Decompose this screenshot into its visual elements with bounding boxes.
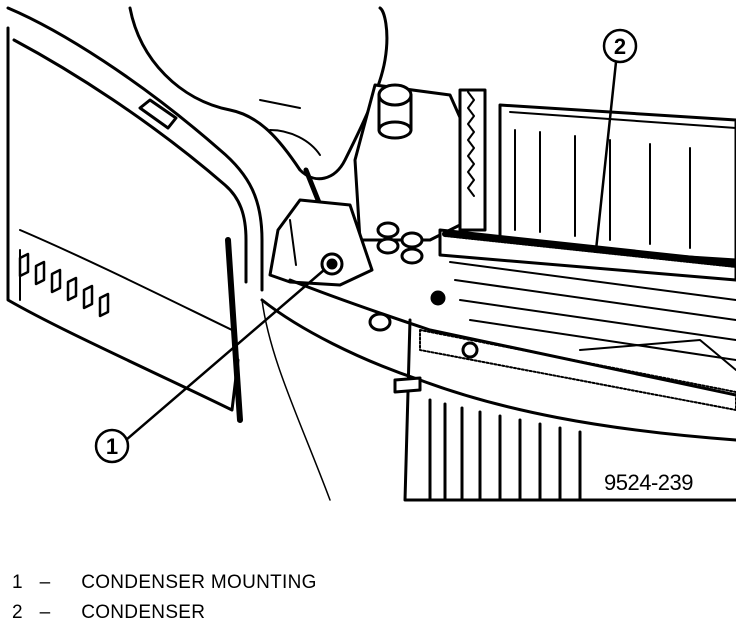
legend-item-number: 2 — [12, 602, 23, 623]
figure-id: 9524-239 — [604, 470, 693, 495]
mounting-bracket — [268, 198, 374, 287]
legend-separator: – — [39, 572, 51, 593]
legend-item: 2 – CONDENSER — [12, 598, 317, 628]
legend: 1 – CONDENSER MOUNTING 2 – CONDENSER — [12, 568, 317, 628]
callout-1-number: 1 — [106, 434, 118, 459]
headlamp-housing — [6, 6, 264, 423]
condenser-core — [438, 103, 736, 371]
callout-2: 2 — [594, 28, 638, 252]
front-grille — [260, 278, 736, 502]
legend-item-label: CONDENSER MOUNTING — [81, 572, 317, 593]
callout-2-number: 2 — [614, 34, 626, 59]
callout-1: 1 — [94, 268, 326, 464]
legend-item-number: 1 — [12, 572, 23, 593]
legend-item: 1 – CONDENSER MOUNTING — [12, 568, 317, 598]
radiator-support — [353, 83, 487, 306]
legend-item-label: CONDENSER — [81, 602, 206, 623]
legend-separator: – — [39, 602, 51, 623]
condenser-mounting-illustration: 1 2 — [6, 6, 736, 502]
